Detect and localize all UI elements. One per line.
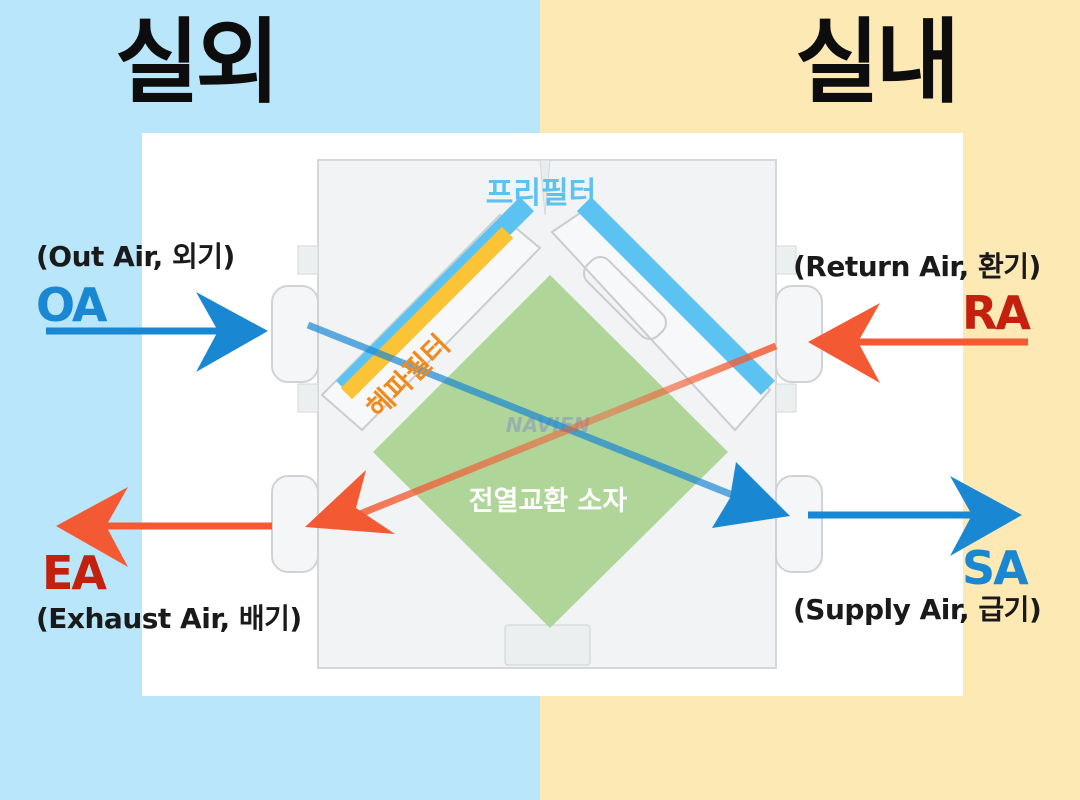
core-label: 전열교환 소자 xyxy=(469,486,628,517)
ea-code: EA xyxy=(42,546,107,600)
oa-arrowhead xyxy=(196,292,268,372)
oa-to-sa-flow xyxy=(306,321,742,502)
outdoor-title: 실외 xyxy=(115,9,280,116)
ea-arrowhead xyxy=(56,487,128,567)
exhaust-flow-arrowhead xyxy=(305,470,395,534)
sa-code: SA xyxy=(962,541,1029,595)
sa-duct xyxy=(775,475,823,573)
pre-filter-right xyxy=(577,197,775,395)
ra-to-ea-flow xyxy=(348,342,778,522)
ea-description: (Exhaust Air, 배기) xyxy=(36,602,302,635)
oa-code: OA xyxy=(36,278,107,332)
sa-description: (Supply Air, 급기) xyxy=(793,593,1042,626)
supply-flow-arrowhead xyxy=(712,462,790,528)
oa-duct xyxy=(271,285,319,383)
ra-description: (Return Air, 환기) xyxy=(793,250,1041,283)
ra-duct xyxy=(775,285,823,383)
pre-filter-label: 프리필터 xyxy=(486,176,596,211)
heat-exchange-core xyxy=(373,275,728,628)
indoor-title: 실내 xyxy=(795,9,960,116)
oa-description: (Out Air, 외기) xyxy=(36,240,235,273)
ra-code: RA xyxy=(962,286,1031,340)
sa-arrowhead xyxy=(950,476,1022,556)
ra-arrowhead xyxy=(808,303,880,383)
